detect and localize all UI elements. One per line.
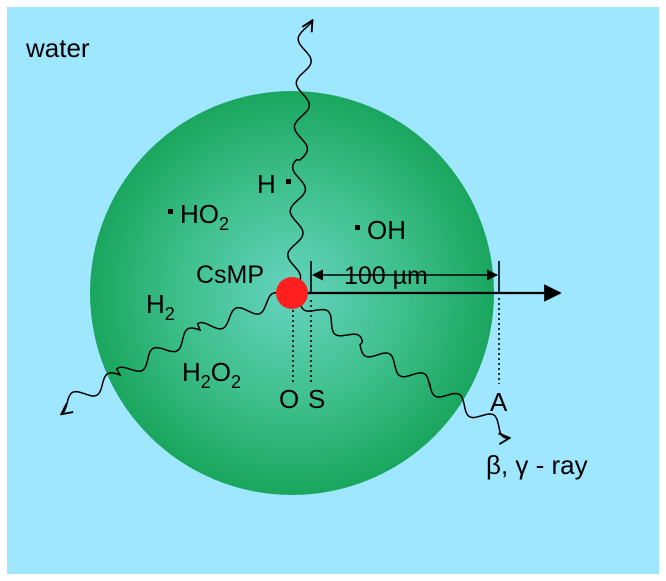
csmp-particle [276,277,308,309]
ray-track-up [287,20,313,289]
point-a-label: A [490,387,508,417]
oh-label: OH [367,215,406,245]
h2o2-label: H2O2 [182,357,241,392]
particle-label: CsMP [196,261,264,289]
h-radical-label: H [257,169,276,199]
point-o-label: O [279,384,299,414]
ho2-label: HO2 [180,199,229,234]
h2-label: H2 [146,289,175,324]
oh-radical-dot [355,225,360,230]
ray-track-left [61,292,286,414]
h-radical-dot [286,179,291,184]
water-label: water [25,33,90,63]
ray-label: β, γ - ray [486,450,588,480]
dimension-label: 100 µm [344,262,428,290]
point-s-label: S [308,384,325,414]
ho2-radical-dot [168,209,173,214]
ray-track-right [299,297,510,438]
